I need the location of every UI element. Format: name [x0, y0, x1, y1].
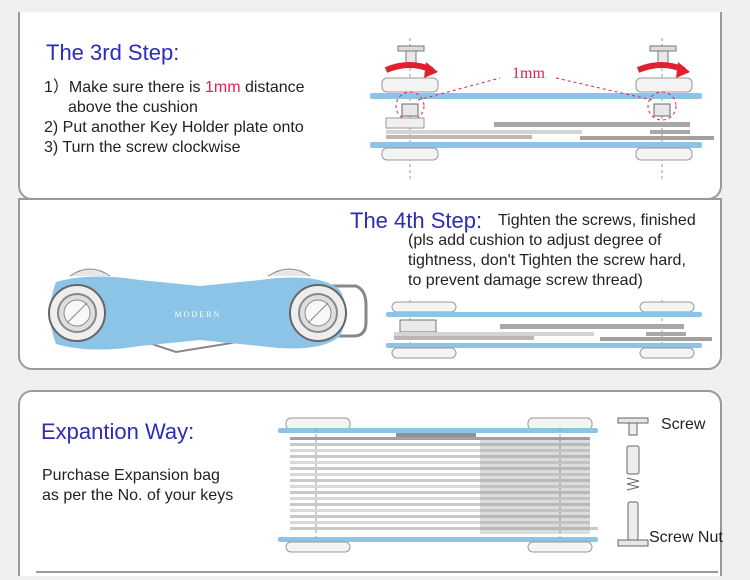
- step3-line3: 3) Turn the screw clockwise: [44, 139, 241, 156]
- logo-text: MODERN: [175, 310, 222, 319]
- step4-line3: tightness, don't Tighten the screw hard,: [408, 252, 686, 269]
- step3-line1: 1）Make sure there is 1mm distance: [44, 79, 305, 96]
- step3-line1b: above the cushion: [68, 99, 198, 116]
- screw-nut-label: Screw Nut: [649, 529, 723, 546]
- bottom-divider: [36, 571, 718, 573]
- spacer-icon: [626, 445, 640, 491]
- expansion-line2: as per the No. of your keys: [42, 487, 234, 504]
- step4-title: The 4th Step:: [350, 208, 483, 233]
- screw-label: Screw: [661, 416, 706, 433]
- step3-line2: 2) Put another Key Holder plate onto: [44, 119, 304, 136]
- step3-panel: [18, 12, 722, 200]
- step4-line1: Tighten the screws, finished: [498, 212, 696, 229]
- mm-label: 1mm: [512, 65, 545, 82]
- step4-line4: to prevent damage screw thread): [408, 272, 643, 289]
- screw-icon: [617, 417, 649, 436]
- key-stack: [290, 437, 598, 530]
- expansion-title: Expantion Way:: [41, 419, 195, 444]
- expansion-line1: Purchase Expansion bag: [42, 467, 220, 484]
- step4-line2: (pls add cushion to adjust degree of: [408, 232, 662, 249]
- step3-title: The 3rd Step:: [46, 40, 180, 65]
- mm-highlight: 1mm: [204, 79, 241, 96]
- screw-nut-icon: [617, 501, 649, 547]
- expansion-panel: [18, 390, 722, 576]
